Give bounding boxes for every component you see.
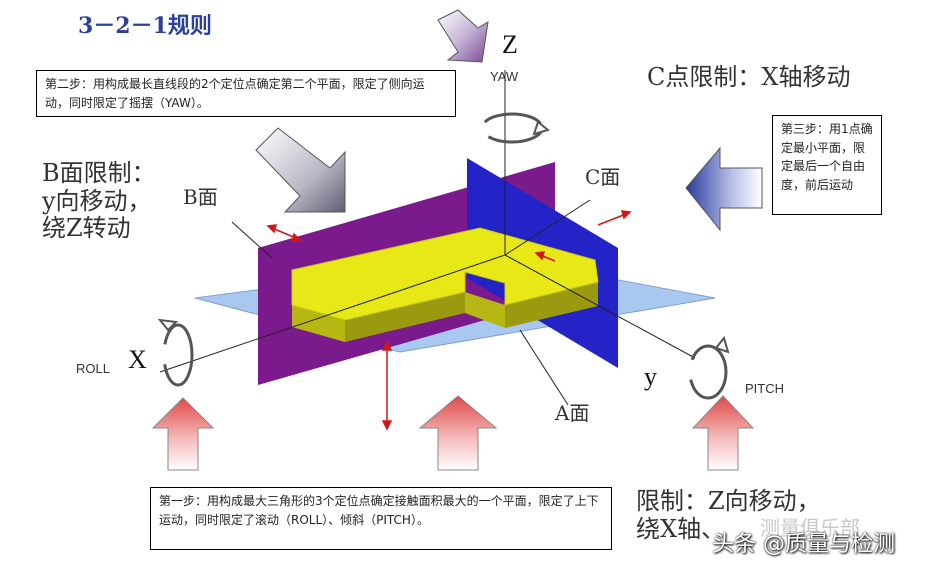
b-direction-arrow bbox=[255, 127, 346, 213]
b-face-label: B面 bbox=[183, 185, 218, 209]
support-arrow-mid bbox=[418, 395, 498, 471]
a-face-label: A面 bbox=[555, 401, 590, 425]
support-arrow-right bbox=[691, 395, 755, 471]
support-arrow-left bbox=[151, 397, 215, 471]
x-axis-line bbox=[159, 254, 506, 373]
b-face-constraint-label: B面限制： y向移动， 绕Z转动 bbox=[42, 159, 156, 243]
c-direction-arrow bbox=[685, 146, 763, 232]
pitch-label: PITCH bbox=[745, 381, 784, 396]
part-side-step bbox=[465, 292, 505, 328]
part-side-right bbox=[505, 282, 598, 328]
yaw-rotation-icon bbox=[480, 112, 551, 144]
y-axis-line bbox=[504, 254, 696, 359]
roll-label: ROLL bbox=[76, 361, 110, 376]
guide-line-a bbox=[519, 329, 569, 406]
step-one-note: 第一步：用构成最大三角形的3个定位点确定接触面积最大的一个平面，限定了上下运动，… bbox=[150, 487, 612, 550]
step-two-note: 第二步：用构成最长直线段的2个定位点确定第二个平面，限定了侧向运动，同时限定了摇… bbox=[36, 70, 456, 117]
part-side-mid bbox=[345, 292, 465, 342]
page-title: 3－2－1规则 bbox=[78, 13, 212, 39]
z-axis-label: Z bbox=[502, 30, 518, 59]
pitch-rotation-icon bbox=[688, 335, 730, 400]
roll-rotation-icon bbox=[157, 318, 194, 387]
y-axis-label: y bbox=[644, 362, 657, 391]
step-three-note: 第三步：用1点确定最小平面，限定最后一个自由度，前后运动 bbox=[772, 115, 882, 215]
c-point-constraint-label: C点限制：X轴移动 bbox=[647, 63, 851, 91]
watermark-faint: 测量俱乐部 bbox=[760, 516, 860, 540]
guide-line-b bbox=[231, 221, 273, 259]
watermark: 头条 @质量与检测 bbox=[712, 532, 895, 557]
x-axis-label: X bbox=[128, 345, 147, 374]
z-direction-arrow bbox=[437, 9, 489, 63]
guide-line-c bbox=[504, 199, 591, 256]
part-side-front bbox=[292, 305, 345, 342]
a-face-constraint-label: 限制：Z向移动， 绕X轴、 bbox=[636, 487, 821, 543]
yaw-label: YAW bbox=[490, 69, 519, 84]
c-face-label: C面 bbox=[585, 165, 621, 189]
motion-arrows bbox=[266, 210, 632, 431]
